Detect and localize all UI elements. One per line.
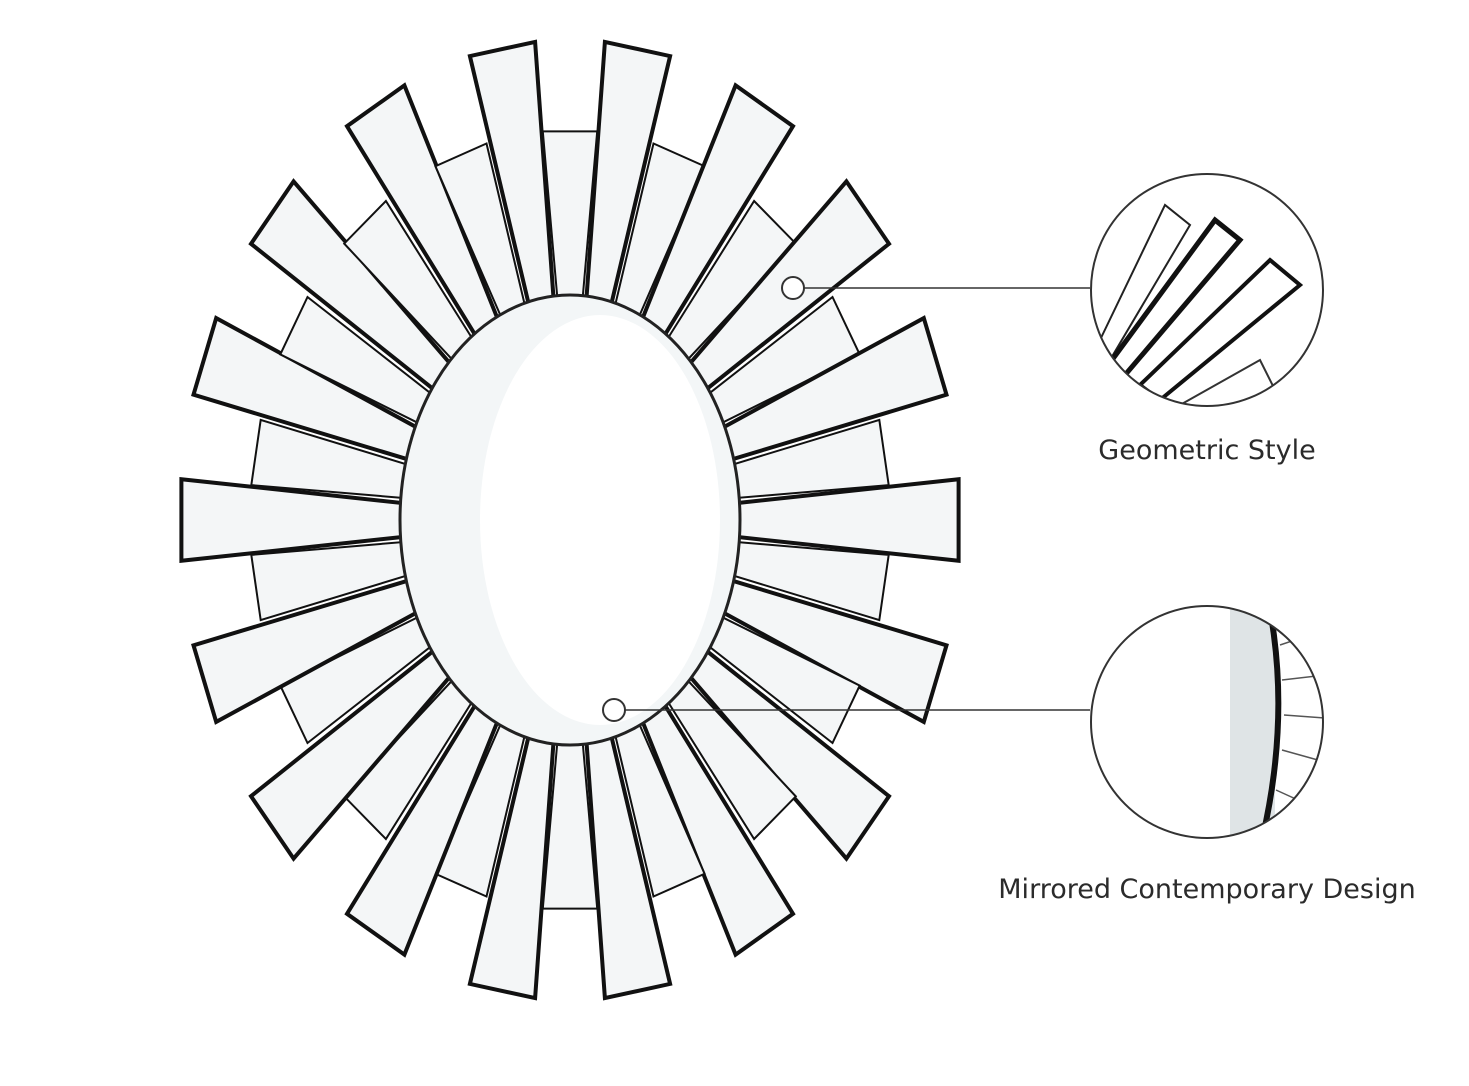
detail-zoom-mirror-edge <box>1091 606 1323 838</box>
callout-label-mirrored-design: Mirrored Contemporary Design <box>998 874 1416 905</box>
callout-marker-1 <box>781 276 805 300</box>
mirror-reflection <box>480 315 720 725</box>
detail-circle-2 <box>1090 605 1324 839</box>
callout-marker-2 <box>602 698 626 722</box>
callout-label-geometric-style: Geometric Style <box>1098 435 1316 466</box>
detail-zoom-geometric <box>1091 174 1323 406</box>
detail-circle-1 <box>1090 173 1324 407</box>
mirror-frame-rays <box>179 39 961 1001</box>
